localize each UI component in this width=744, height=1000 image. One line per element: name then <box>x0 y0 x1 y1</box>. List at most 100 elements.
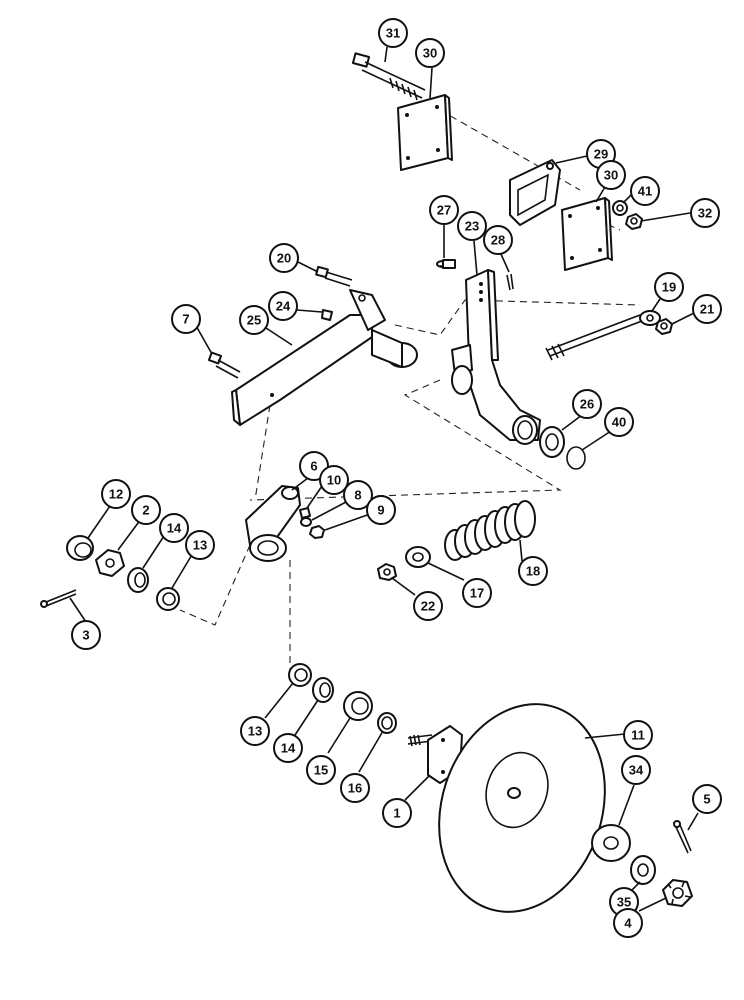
part-34-washer <box>591 824 631 862</box>
part-26-washer <box>539 426 565 458</box>
part-6-housing <box>245 485 301 562</box>
callout-label: 10 <box>327 473 341 488</box>
callout-label: 31 <box>386 26 400 41</box>
callout-22: 22 <box>413 591 443 621</box>
part-10-fitting <box>299 507 311 519</box>
callout-label: 6 <box>310 459 317 474</box>
callout-label: 24 <box>276 299 291 314</box>
callout-41: 41 <box>630 176 660 206</box>
callout-label: 29 <box>594 147 608 162</box>
callout-label: 34 <box>629 763 644 778</box>
part-14-bearing <box>127 567 149 593</box>
callout-label: 22 <box>421 599 435 614</box>
part-4-castle-nut <box>662 879 693 907</box>
callout-24: 24 <box>268 291 298 321</box>
part-40-snap-ring <box>566 446 586 470</box>
callout-leader-lines <box>69 46 699 912</box>
part-24-fitting <box>321 309 333 321</box>
callout-18: 18 <box>518 556 548 586</box>
callout-label: 30 <box>423 46 437 61</box>
callout-14-lower: 14 <box>273 733 303 763</box>
part-17-washer <box>405 546 431 568</box>
part-12-cap <box>66 535 94 561</box>
callout-11: 11 <box>623 720 653 750</box>
callout-label: 18 <box>526 564 540 579</box>
part-27-pin <box>436 259 456 269</box>
part-2-castle-nut <box>95 549 125 577</box>
callout-label: 19 <box>662 280 676 295</box>
part-19-rod <box>545 310 661 361</box>
part-35-washer <box>630 855 656 885</box>
callout-31: 31 <box>378 18 408 48</box>
callout-40: 40 <box>604 407 634 437</box>
callout-label: 5 <box>703 792 710 807</box>
callout-21: 21 <box>692 294 722 324</box>
callout-16: 16 <box>340 773 370 803</box>
callout-30-lower: 30 <box>596 160 626 190</box>
part-18-spring <box>444 500 536 561</box>
part-3-cotter-pin <box>40 589 77 608</box>
callout-label: 23 <box>465 219 479 234</box>
callout-14: 14 <box>159 513 189 543</box>
callout-32: 32 <box>690 198 720 228</box>
callout-label: 21 <box>700 302 714 317</box>
callout-3: 3 <box>71 620 101 650</box>
callout-label: 20 <box>277 251 291 266</box>
callout-label: 25 <box>247 313 261 328</box>
callout-label: 11 <box>631 728 645 743</box>
callout-label: 8 <box>354 488 361 503</box>
callout-label: 2 <box>142 503 149 518</box>
callout-label: 40 <box>612 415 626 430</box>
callout-20: 20 <box>269 243 299 273</box>
part-11-disc <box>438 703 606 913</box>
part-7-bolt <box>207 351 241 379</box>
callout-28: 28 <box>483 225 513 255</box>
part-29-bracket <box>509 159 561 226</box>
callout-7: 7 <box>171 304 201 334</box>
callout-1: 1 <box>382 798 412 828</box>
callout-5: 5 <box>692 784 722 814</box>
callout-label: 13 <box>248 724 262 739</box>
part-8-washer <box>300 517 312 527</box>
callout-label: 12 <box>109 487 123 502</box>
callout-label: 13 <box>193 538 207 553</box>
callout-34: 34 <box>621 755 651 785</box>
callout-label: 41 <box>638 184 652 199</box>
callout-label: 17 <box>470 586 484 601</box>
part-16-washer <box>377 712 397 734</box>
callout-label: 14 <box>167 521 182 536</box>
part-9-nut <box>309 525 325 539</box>
part-5-cotter-pin <box>673 820 692 854</box>
callout-label: 7 <box>182 312 189 327</box>
part-21-nut <box>655 318 673 335</box>
callout-26: 26 <box>572 389 602 419</box>
callout-label: 15 <box>314 763 328 778</box>
callout-label: 3 <box>82 628 89 643</box>
part-23-standard <box>451 269 541 445</box>
callout-label: 1 <box>393 806 400 821</box>
callout-12: 12 <box>101 479 131 509</box>
callout-23: 23 <box>457 211 487 241</box>
callout-13-lower: 13 <box>240 716 270 746</box>
part-32-nut <box>625 213 643 230</box>
callout-label: 9 <box>377 503 384 518</box>
part-30-lower-plate <box>561 197 613 271</box>
part-28-cotter-pin <box>506 273 514 291</box>
callout-17: 17 <box>462 578 492 608</box>
part-13-cup-lower <box>288 663 312 687</box>
callout-4: 4 <box>613 908 643 938</box>
callout-8: 8 <box>343 480 373 510</box>
callout-label: 16 <box>348 781 362 796</box>
part-14-bearing-lower <box>312 677 334 703</box>
part-13-cup <box>156 587 180 611</box>
callout-label: 32 <box>698 206 712 221</box>
callout-10: 10 <box>319 465 349 495</box>
part-41-washer <box>612 200 628 216</box>
part-20-bolt <box>315 265 353 287</box>
callout-label: 30 <box>604 168 618 183</box>
callout-2: 2 <box>131 495 161 525</box>
part-22-nut <box>377 563 397 581</box>
callout-13: 13 <box>185 530 215 560</box>
callout-27: 27 <box>429 195 459 225</box>
